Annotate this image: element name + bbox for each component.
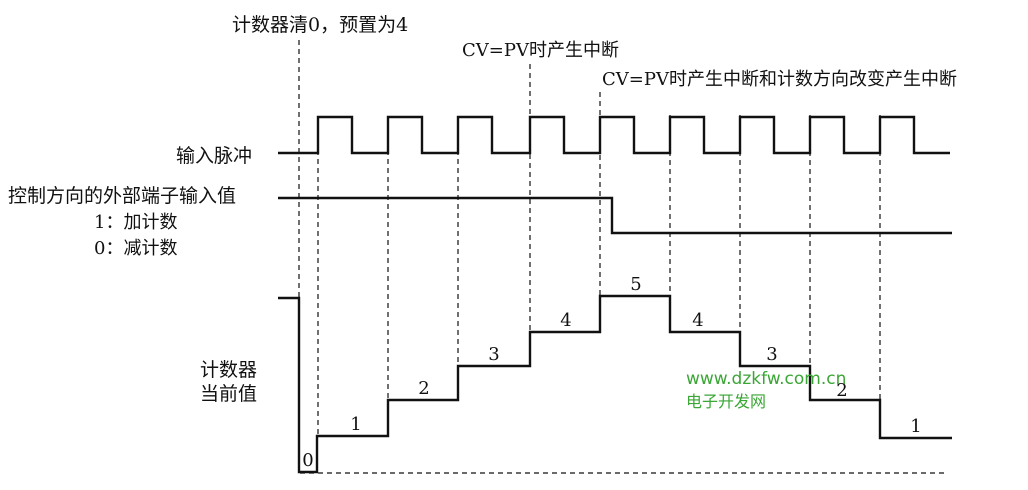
input-pulse-waveform [278,115,950,155]
direction-label: 控制方向的外部端子输入值 [8,185,236,207]
direction-down-label: 0：减计数 [94,238,177,259]
counter-value-label: 1 [910,416,921,437]
counter-value-label: 5 [630,274,641,295]
counter-value-label: 4 [560,310,571,331]
counter-value-label: 0 [302,450,313,471]
counter-value-label: 2 [836,380,847,401]
annotation-cv-equals-pv-direction: CV=PV时产生中断和计数方向改变产生中断 [602,69,957,90]
counter-value-label: 2 [418,378,429,399]
counter-value-label: 3 [488,344,499,365]
annotation-cv-equals-pv: CV=PV时产生中断 [462,40,619,61]
counter-current-value-waveform [278,294,952,474]
direction-up-label: 1：加计数 [94,212,177,233]
counter-value-label: 4 [692,310,703,331]
dashed-guide-lines [298,40,945,474]
counter-value-label: 3 [766,344,777,365]
counter-value-labels: 0 1 2 3 4 5 4 3 2 1 [302,274,921,471]
counter-label-line2: 当前值 [200,383,257,405]
counter-label-line1: 计数器 [200,359,257,381]
annotation-clear-preset: 计数器清0，预置为4 [232,14,408,36]
counter-value-label: 1 [350,414,361,435]
direction-waveform [278,196,952,235]
input-pulse-label: 输入脉冲 [176,145,252,167]
watermark-url: www.dzkfw.com.cn [686,369,846,389]
watermark-name: 电子开发网 [686,392,766,411]
